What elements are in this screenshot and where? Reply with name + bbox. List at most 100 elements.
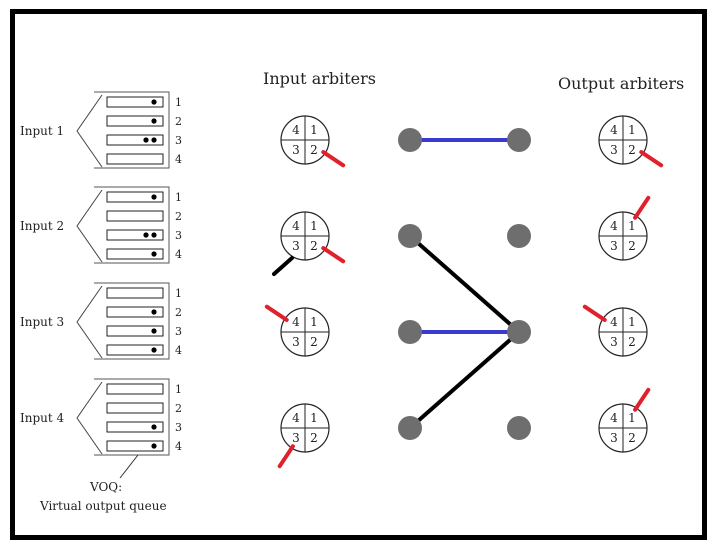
queue-cell-dot [151, 194, 157, 200]
voq-label-pointer [119, 454, 139, 479]
queue-cell-dot [143, 137, 149, 143]
voq-queue [106, 344, 164, 356]
input-group-4: Input 4 1 2 3 4 [20, 378, 182, 456]
voq-queue [106, 115, 164, 127]
voq-queue [106, 248, 164, 260]
voq-queue-number: 2 [175, 306, 182, 319]
arbiter-quadrant-label: 1 [310, 315, 318, 329]
arbiter-quadrant-label: 4 [292, 411, 300, 425]
input-fan [76, 381, 103, 455]
voq-queue-number: 4 [175, 344, 182, 357]
connection-line [408, 330, 521, 430]
voq-queue-number: 3 [175, 325, 182, 338]
input-arbiter-pointer [321, 246, 346, 264]
voq-queue-number: 2 [175, 210, 182, 223]
arbiter-quadrant-label: 2 [310, 239, 318, 253]
queue-cell-dot [151, 251, 157, 257]
arbiter-quadrant-label: 2 [310, 431, 318, 445]
voq-bracket [94, 91, 170, 169]
queue-cell-dot [151, 443, 157, 449]
queue-cell-dot [151, 328, 157, 334]
voq-queue-number: 3 [175, 421, 182, 434]
output-arbiter-pointer [639, 150, 664, 168]
voq-bracket [94, 282, 170, 360]
voq-queue-number: 4 [175, 248, 182, 261]
voq-queue [106, 287, 164, 299]
voq-queue [106, 421, 164, 433]
voq-queue [106, 229, 164, 241]
input-node-2 [398, 224, 422, 248]
voq-queue [106, 306, 164, 318]
voq-queue [106, 325, 164, 337]
arbiter-quadrant-label: 4 [610, 315, 618, 329]
input-arbiter-pointer [264, 304, 289, 322]
arbiter-quadrant-label: 3 [292, 335, 300, 349]
voq-queue-number: 1 [175, 191, 182, 204]
input-group-2: Input 2 1 2 3 4 [20, 186, 182, 264]
queue-cell-dot [151, 118, 157, 124]
arbiter-quadrant-label: 1 [310, 123, 318, 137]
output-arbiter-pointer [633, 195, 651, 220]
input-label: Input 4 [20, 411, 65, 425]
connection-line [408, 234, 521, 334]
input-label: Input 1 [20, 124, 64, 138]
voq-bracket [94, 378, 170, 456]
arbiter-quadrant-label: 1 [310, 411, 318, 425]
arbiter-quadrant-label: 4 [292, 315, 300, 329]
arbiter-quadrant-label: 3 [610, 143, 618, 157]
arbiter-quadrant-label: 2 [310, 335, 318, 349]
arbiter-quadrant-label: 4 [610, 123, 618, 137]
voq-queue-number: 1 [175, 96, 182, 109]
arbiter-quadrant-label: 2 [310, 143, 318, 157]
input-arbiter-2-stub [272, 256, 294, 276]
voq-queue [106, 440, 164, 452]
arbiter-quadrant-label: 4 [610, 411, 618, 425]
output-node-2 [507, 224, 531, 248]
arbiter-quadrant-label: 2 [628, 431, 636, 445]
queue-cell-dot [151, 232, 157, 238]
voq-queue [106, 153, 164, 165]
voq-queue-number: 4 [175, 153, 182, 166]
arbiter-quadrant-label: 3 [292, 239, 300, 253]
arbiter-quadrant-label: 2 [628, 143, 636, 157]
voq-queue-number: 1 [175, 383, 182, 396]
arbiter-quadrant-label: 1 [628, 411, 636, 425]
voq-queue [106, 96, 164, 108]
queue-cell-dot [151, 424, 157, 430]
arbiter-quadrant-label: 4 [610, 219, 618, 233]
voq-queue [106, 210, 164, 222]
heading-output-arbiters: Output arbiters [558, 74, 684, 93]
input-label: Input 2 [20, 219, 64, 233]
queue-cell-dot [151, 309, 157, 315]
voq-queue-number: 2 [175, 402, 182, 415]
arbiter-quadrant-label: 1 [628, 123, 636, 137]
voq-queue-number: 4 [175, 440, 182, 453]
voq-queue-number: 3 [175, 229, 182, 242]
arbiter-quadrant-label: 1 [628, 219, 636, 233]
input-node-1 [398, 128, 422, 152]
voq-title: VOQ: [89, 480, 122, 494]
arbiter-quadrant-label: 1 [310, 219, 318, 233]
output-node-1 [507, 128, 531, 152]
queue-cell-dot [151, 347, 157, 353]
voq-subtitle: Virtual output queue [39, 499, 167, 513]
output-arbiter-pointer [582, 304, 607, 322]
voq-queue [106, 402, 164, 414]
input-label: Input 3 [20, 315, 64, 329]
arbiter-quadrant-label: 4 [292, 123, 300, 137]
voq-queue [106, 134, 164, 146]
queue-cell-dot [143, 232, 149, 238]
input-fan [76, 285, 103, 359]
heading-input-arbiters: Input arbiters [263, 69, 376, 88]
arbiter-quadrant-label: 2 [628, 239, 636, 253]
arbiter-quadrant-label: 4 [292, 219, 300, 233]
input-arbiter-pointer [277, 444, 295, 469]
